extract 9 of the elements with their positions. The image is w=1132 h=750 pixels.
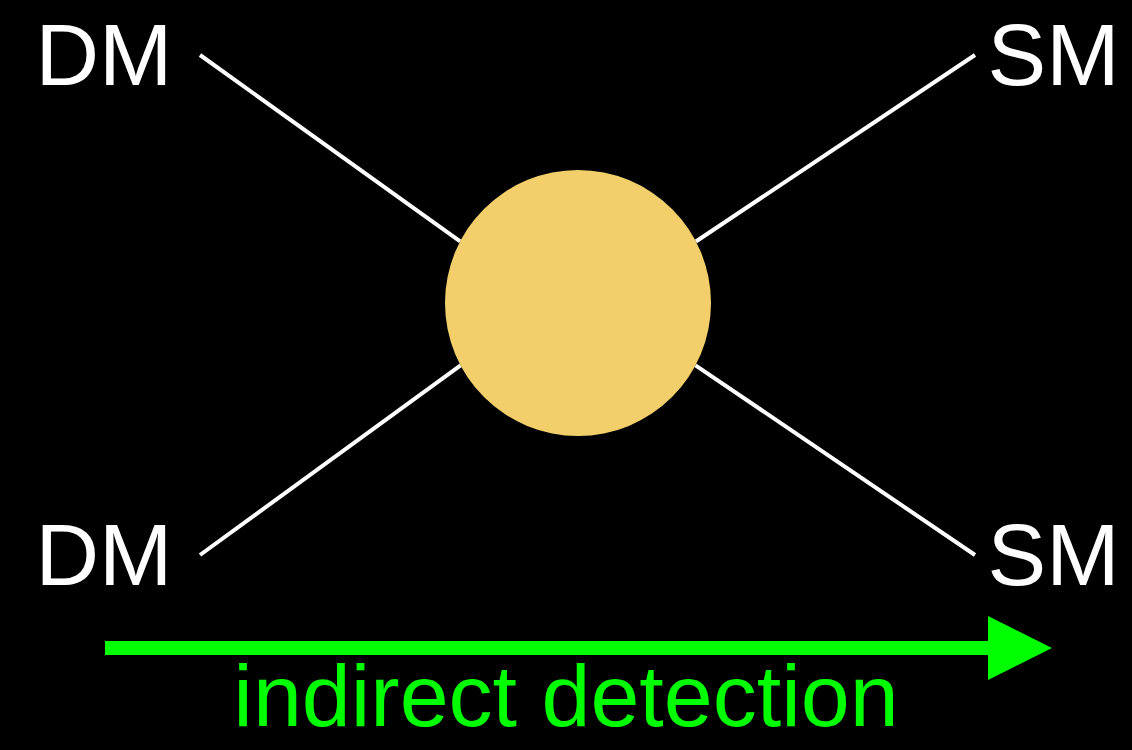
particle-label: DM (35, 11, 173, 99)
particle-label: SM (987, 511, 1120, 599)
connector-line (694, 53, 977, 244)
process-label: indirect detection (233, 652, 899, 740)
connector-line (694, 363, 977, 557)
particle-label: DM (35, 511, 173, 599)
connector-line (198, 363, 462, 557)
connector-line (198, 53, 462, 243)
particle-label: SM (987, 11, 1120, 99)
